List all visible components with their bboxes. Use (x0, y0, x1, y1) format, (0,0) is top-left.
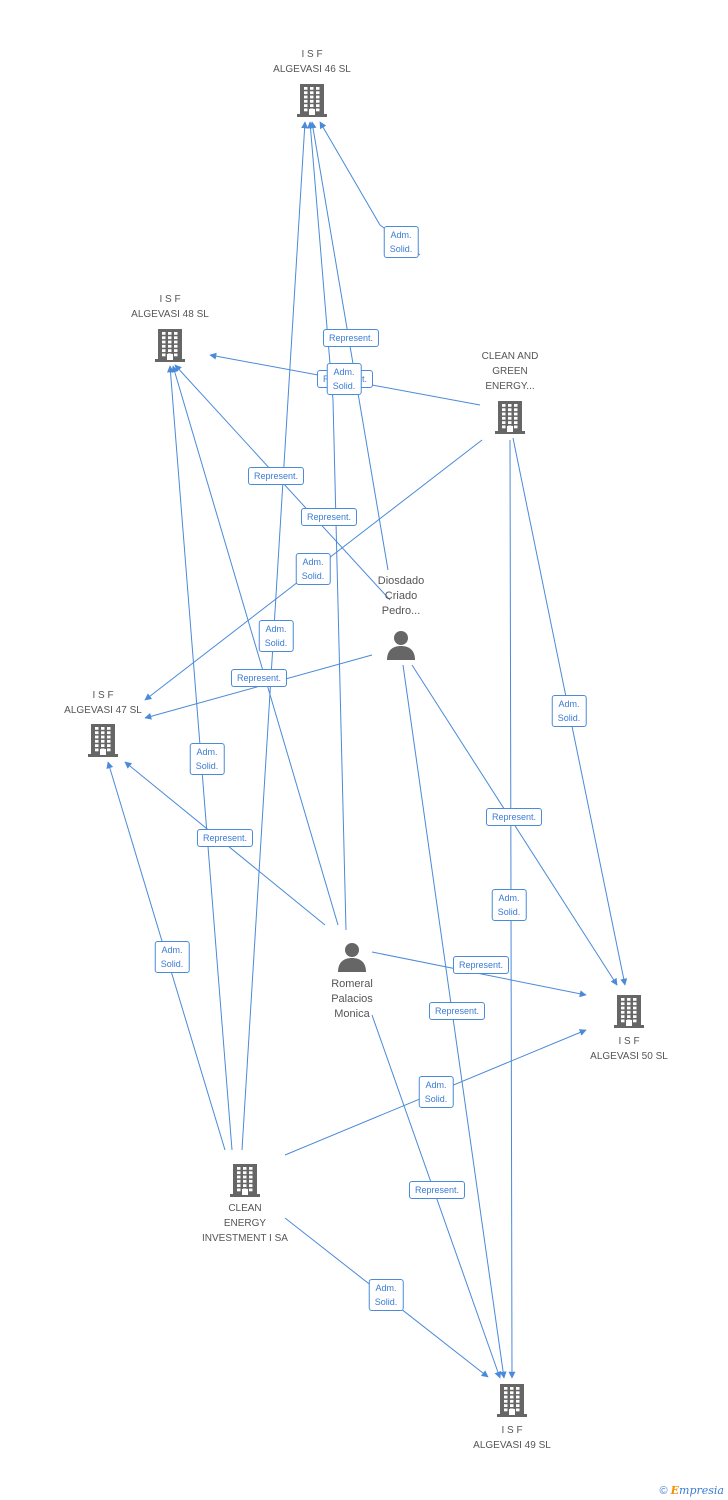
edge-label-cleaninv-to-isf49[interactable]: Adm. Solid. (368, 1279, 404, 1311)
edge-label-text: Adm. (333, 367, 355, 377)
edge-label-cleaninv-to-isf50[interactable]: Adm. Solid. (418, 1076, 454, 1108)
node-label-line: I S F (92, 690, 114, 701)
edge-label-text: Adm. (265, 624, 287, 634)
edge-romeral-to-isf48 (171, 365, 339, 926)
node-label-line: CLEAN (228, 1203, 262, 1214)
node-label-line: Criado (384, 590, 418, 602)
node-label-line: ALGEVASI 50 SL (590, 1051, 668, 1062)
node-label-line: ALGEVASI 46 SL (273, 64, 351, 75)
footer-brand: ©Empresia (660, 1484, 724, 1497)
node-label-isf46[interactable]: I S F ALGEVASI 46 SL (252, 47, 372, 77)
building-icon[interactable] (495, 400, 525, 439)
edge-label-text: Adm. (498, 893, 520, 903)
node-label-line: Diosdado (377, 575, 425, 587)
node-label-line: I S F (159, 294, 181, 305)
edge-label-text: Solid. (374, 1297, 398, 1307)
edge-label-text: Adm. (302, 557, 324, 567)
edge-label-text: Represent. (328, 333, 374, 343)
edge-label-cleangreen-to-isf46[interactable]: Adm. Solid. (383, 226, 419, 258)
edge-label-text: Adm. (161, 945, 183, 955)
node-label-line: Monica (334, 1008, 370, 1020)
edge-label-text: Represent. (253, 471, 299, 481)
edge-label-romeral-to-isf48[interactable]: Represent. (300, 508, 358, 526)
edge-label-text: Represent. (434, 1006, 480, 1016)
node-label-line: Pedro... (381, 605, 421, 617)
edge-label-text: Adm. (196, 747, 218, 757)
edge-label-romeral-to-isf47[interactable]: Represent. (196, 829, 254, 847)
edge-label-text: Solid. (301, 571, 325, 581)
node-label-isf48[interactable]: I S F ALGEVASI 48 SL (110, 292, 230, 322)
person-icon[interactable] (337, 942, 367, 977)
edge-label-cleaninv-to-isf47[interactable]: Adm. Solid. (154, 941, 190, 973)
node-label-cleangreen[interactable]: CLEAN AND GREEN ENERGY... (450, 349, 570, 394)
edge-label-diosdado-to-isf46[interactable]: Represent. (322, 329, 380, 347)
node-label-line: Romeral (331, 978, 373, 990)
building-icon[interactable] (155, 328, 185, 367)
edge-label-text: Solid. (264, 638, 288, 648)
node-label-line: ALGEVASI 47 SL (64, 705, 142, 716)
edge-label-text: Solid. (195, 761, 219, 771)
edge-label-cleangreen-to-isf47[interactable]: Adm. Solid. (295, 553, 331, 585)
building-icon[interactable] (497, 1383, 527, 1422)
node-label-isf50[interactable]: I S F ALGEVASI 50 SL (569, 1034, 689, 1064)
edge-label-text: Represent. (202, 833, 248, 843)
person-icon[interactable] (386, 630, 416, 665)
edge-label-cleangreen-to-isf49[interactable]: Adm. Solid. (491, 889, 527, 921)
edge-label-text: Solid. (557, 713, 581, 723)
node-label-line: I S F (618, 1036, 640, 1047)
copyright-symbol: © (659, 1485, 668, 1497)
building-icon[interactable] (614, 994, 644, 1033)
node-label-line: ALGEVASI 49 SL (473, 1440, 551, 1451)
edge-label-cleaninv-to-isf48[interactable]: Adm. Solid. (189, 743, 225, 775)
node-label-isf47[interactable]: I S F ALGEVASI 47 SL (43, 688, 163, 718)
edge-label-text: Solid. (497, 907, 521, 917)
node-label-isf49[interactable]: I S F ALGEVASI 49 SL (452, 1423, 572, 1453)
edge-label-text: Represent. (491, 812, 537, 822)
edge-label-text: Adm. (558, 699, 580, 709)
edge-romeral-to-isf46 (307, 121, 347, 931)
edge-label-text: Represent. (414, 1185, 460, 1195)
edge-label-cleangreen-to-isf48[interactable]: Adm. Solid. (326, 363, 362, 395)
edge-label-diosdado-to-isf48[interactable]: Represent. (247, 467, 305, 485)
node-label-line: I S F (501, 1425, 523, 1436)
edge-label-diosdado-to-isf47[interactable]: Represent. (230, 669, 288, 687)
node-label-line: Palacios (331, 993, 373, 1005)
node-label-line: ALGEVASI 48 SL (131, 309, 209, 320)
building-icon[interactable] (297, 83, 327, 122)
brand-logo: Empresia (670, 1484, 724, 1497)
edge-label-cleangreen-to-isf50[interactable]: Adm. Solid. (551, 695, 587, 727)
node-label-line: I S F (301, 49, 323, 60)
edge-label-text: Adm. (375, 1283, 397, 1293)
edge-label-text: Represent. (306, 512, 352, 522)
edge-label-text: Adm. (390, 230, 412, 240)
edge-label-text: Adm. (425, 1080, 447, 1090)
edge-label-cleaninv-to-isf46[interactable]: Adm. Solid. (258, 620, 294, 652)
edge-label-text: Solid. (389, 244, 413, 254)
edge-label-diosdado-to-isf49[interactable]: Represent. (428, 1002, 486, 1020)
node-label-line: CLEAN AND (481, 351, 539, 362)
building-icon[interactable] (230, 1163, 260, 1202)
node-label-line: INVESTMENT I SA (202, 1233, 288, 1244)
edge-label-text: Represent. (236, 673, 282, 683)
edge-diosdado-to-isf49 (402, 664, 507, 1379)
edge-label-text: Solid. (332, 381, 356, 391)
node-label-line: GREEN (492, 366, 528, 377)
edge-label-romeral-to-isf50[interactable]: Represent. (452, 956, 510, 974)
edge-label-text: Represent. (458, 960, 504, 970)
edge-label-diosdado-to-isf50[interactable]: Represent. (485, 808, 543, 826)
node-label-cleaninv[interactable]: CLEAN ENERGY INVESTMENT I SA (185, 1201, 305, 1246)
edge-label-romeral-to-isf49[interactable]: Represent. (408, 1181, 466, 1199)
edge-label-text: Solid. (424, 1094, 448, 1104)
node-label-line: ENERGY (223, 1218, 267, 1229)
edge-label-text: Solid. (160, 959, 184, 969)
building-icon[interactable] (88, 723, 118, 762)
node-label-line: ENERGY... (485, 381, 535, 392)
